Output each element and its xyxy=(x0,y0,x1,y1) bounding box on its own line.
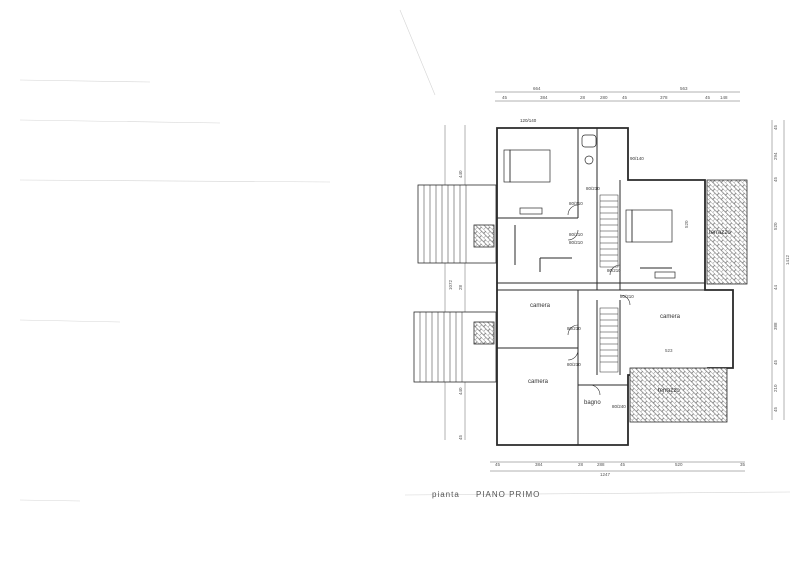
room-label-bagno: bagno xyxy=(584,400,601,406)
door-label: 80/210 xyxy=(567,362,581,367)
svg-text:563: 563 xyxy=(680,86,688,91)
svg-text:28: 28 xyxy=(578,462,584,467)
drawing-title: pianta PIANO PRIMO xyxy=(432,490,540,499)
svg-text:1072: 1072 xyxy=(448,279,453,290)
svg-text:523: 523 xyxy=(665,348,673,353)
svg-text:440: 440 xyxy=(458,170,463,178)
stairs xyxy=(599,194,619,373)
svg-text:148: 148 xyxy=(720,95,728,100)
dimensions-top: 664 563 45 384 28 280 45 378 45 148 xyxy=(502,86,728,100)
svg-text:1412: 1412 xyxy=(785,254,790,265)
svg-text:384: 384 xyxy=(540,95,548,100)
door-label: 80/210 xyxy=(567,326,581,331)
dimension-lines xyxy=(444,91,785,472)
svg-text:45: 45 xyxy=(495,462,501,467)
door-label: 80/210 xyxy=(586,186,600,191)
room-label-camera-1: camera xyxy=(530,303,551,309)
door-label: 120/140 xyxy=(520,118,537,123)
svg-text:1247: 1247 xyxy=(600,472,611,477)
scan-artifacts xyxy=(19,9,791,502)
svg-text:520: 520 xyxy=(773,222,778,230)
door-label: 80/210 xyxy=(569,201,583,206)
svg-text:45: 45 xyxy=(458,434,463,440)
room-label-camera-2: camera xyxy=(528,379,549,385)
svg-text:388: 388 xyxy=(773,322,778,330)
svg-text:294: 294 xyxy=(773,152,778,160)
door-swings xyxy=(567,204,631,396)
dimensions-right: 45 294 45 520 1412 44 388 45 210 45 520 … xyxy=(665,124,790,412)
svg-text:520: 520 xyxy=(684,220,689,228)
svg-text:45: 45 xyxy=(773,359,778,365)
door-label: 80/240 xyxy=(612,404,626,409)
room-label-camera-3: camera xyxy=(660,314,681,320)
title-prefix: pianta xyxy=(432,490,460,499)
door-label: 90/140 xyxy=(630,156,644,161)
balcony-upper xyxy=(417,184,497,264)
svg-text:288: 288 xyxy=(597,462,605,467)
room-label-terrazzo-2: terrazzo xyxy=(658,388,680,394)
svg-text:28: 28 xyxy=(580,95,586,100)
svg-text:45: 45 xyxy=(502,95,508,100)
svg-text:44: 44 xyxy=(773,284,778,290)
terrace-lower xyxy=(629,367,728,423)
svg-text:45: 45 xyxy=(773,124,778,130)
room-label-terrazzo-1: terrazzo xyxy=(709,230,731,236)
dimensions-left: 440 1072 28 440 45 xyxy=(448,170,463,440)
door-label: 80/210 xyxy=(620,294,634,299)
svg-text:378: 378 xyxy=(660,95,668,100)
svg-text:520: 520 xyxy=(675,462,683,467)
svg-text:45: 45 xyxy=(622,95,628,100)
terrace-upper xyxy=(706,179,748,285)
title-main: PIANO PRIMO xyxy=(476,490,540,499)
svg-text:45: 45 xyxy=(773,176,778,182)
dimensions-bottom: 45 384 28 288 45 520 35 1247 xyxy=(495,462,746,477)
svg-text:664: 664 xyxy=(533,86,541,91)
door-label: 80/210 xyxy=(569,232,583,237)
interior-walls xyxy=(497,128,705,445)
svg-text:440: 440 xyxy=(458,387,463,395)
svg-text:35: 35 xyxy=(740,462,746,467)
svg-text:384: 384 xyxy=(535,462,543,467)
svg-text:280: 280 xyxy=(600,95,608,100)
svg-text:45: 45 xyxy=(705,95,711,100)
svg-text:28: 28 xyxy=(458,284,463,290)
svg-text:45: 45 xyxy=(773,406,778,412)
door-label: 80/210 xyxy=(607,268,621,273)
svg-text:45: 45 xyxy=(620,462,626,467)
balcony-lower xyxy=(413,311,497,383)
svg-text:210: 210 xyxy=(773,384,778,392)
door-label: 80/210 xyxy=(569,240,583,245)
building-walls xyxy=(496,127,734,446)
furniture xyxy=(503,134,676,279)
